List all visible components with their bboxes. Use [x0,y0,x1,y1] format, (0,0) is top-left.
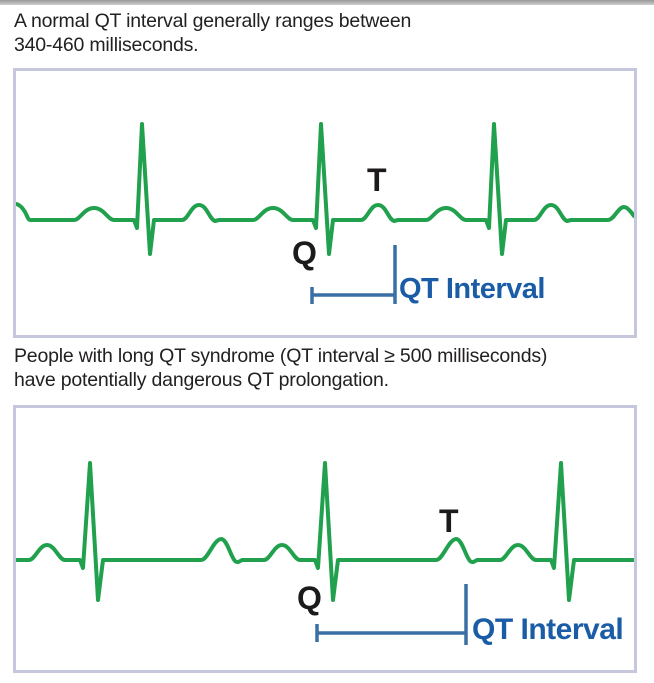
long-t-wave-label: T [439,503,459,539]
long-q-wave-label: Q [297,580,322,616]
normal-ecg-panel: Q T QT Interval [13,68,637,338]
long-ecg-waveform [16,461,634,602]
normal-t-wave-label: T [367,162,387,198]
long-qt-caption: People with long QT syndrome (QT interva… [14,344,634,392]
normal-qt-bracket [310,245,397,304]
long-qt-interval-label: QT Interval [472,613,624,646]
normal-qt-interval-label: QT Interval [399,273,546,305]
long-ecg-trace-svg [16,461,634,645]
long-qt-caption-line2: have potentially dangerous QT prolongati… [14,369,389,391]
long-qt-bracket [315,584,468,645]
long-ecg-panel: Q T QT Interval [13,405,637,673]
page-top-edge-bar [0,0,654,5]
normal-ecg-trace-svg [16,122,634,304]
normal-qt-caption: A normal QT interval generally ranges be… [14,9,634,57]
normal-qt-caption-line1: A normal QT interval generally ranges be… [14,10,412,32]
long-qt-caption-line1: People with long QT syndrome (QT interva… [14,345,548,367]
normal-ecg-waveform [16,122,634,256]
normal-q-wave-label: Q [292,235,317,271]
normal-qt-caption-line2: 340-460 milliseconds. [14,34,199,56]
